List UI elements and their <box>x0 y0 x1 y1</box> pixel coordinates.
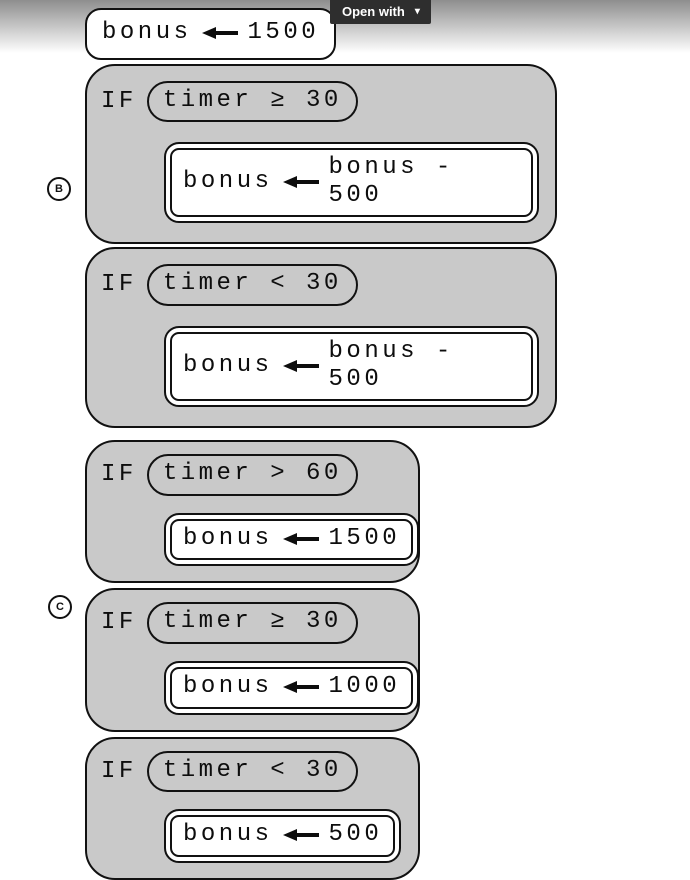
option-c-label: C <box>48 595 72 619</box>
condition-oval: timer ≥ 30 <box>146 80 358 123</box>
condition-text: timer < 30 <box>162 270 342 298</box>
assign-lhs: bonus <box>183 524 273 552</box>
statement-box: bonus 1500 <box>164 512 420 567</box>
assign-lhs: bonus <box>102 19 192 46</box>
condition-oval: timer < 30 <box>146 750 358 793</box>
if-block: IF timer ≥ 30 bonus 1000 <box>85 588 420 732</box>
assignment-arrow-icon <box>282 175 319 188</box>
condition-text: timer ≥ 30 <box>162 608 342 636</box>
option-b-label: B <box>47 177 71 201</box>
if-block: IF timer ≥ 30 bonus bonus - 500 <box>85 63 557 245</box>
assignment-arrow-icon <box>282 532 319 545</box>
assign-lhs: bonus <box>183 351 273 379</box>
if-keyword: IF <box>101 757 137 785</box>
statement-box: bonus bonus - 500 <box>164 325 539 408</box>
assignment-arrow-icon <box>282 359 319 372</box>
assign-rhs: 1000 <box>328 672 401 700</box>
code-blocks-image: bonus 1500 IF timer ≥ 30 bonus bonus - 5… <box>85 8 557 880</box>
condition-text: timer ≥ 30 <box>162 86 342 114</box>
assignment-arrow-icon <box>282 680 319 693</box>
if-block: IF timer > 60 bonus 1500 <box>85 440 420 584</box>
statement-box: bonus 500 <box>164 809 402 863</box>
assign-lhs: bonus <box>183 167 273 195</box>
assignment-arrow-icon <box>282 828 319 841</box>
option-c-group: IF timer > 60 bonus 1500 IF timer <box>85 440 557 880</box>
open-with-label: Open with <box>342 3 405 19</box>
open-with-button[interactable]: Open with ▾ <box>330 0 431 24</box>
condition-oval: timer ≥ 30 <box>146 602 358 644</box>
option-c-letter: C <box>56 601 64 613</box>
if-keyword: IF <box>101 461 137 489</box>
condition-oval: timer > 60 <box>146 454 358 496</box>
assign-rhs: 1500 <box>247 19 320 46</box>
assign-rhs: bonus - 500 <box>328 337 454 393</box>
statement-box: bonus 1000 <box>164 660 420 715</box>
if-keyword: IF <box>101 87 137 115</box>
condition-text: timer < 30 <box>162 756 342 784</box>
assign-rhs: bonus - 500 <box>328 154 454 209</box>
chevron-down-icon: ▾ <box>414 6 420 17</box>
if-keyword: IF <box>101 609 137 637</box>
option-b-letter: B <box>55 183 63 195</box>
assignment-arrow-icon <box>201 26 238 39</box>
assign-lhs: bonus <box>183 672 273 700</box>
condition-oval: timer < 30 <box>146 264 358 306</box>
condition-text: timer > 60 <box>162 460 342 488</box>
if-keyword: IF <box>101 271 137 299</box>
if-block: IF timer < 30 bonus 500 <box>85 736 420 880</box>
option-b-group: IF timer ≥ 30 bonus bonus - 500 IF <box>85 63 557 429</box>
assign-rhs: 1500 <box>328 524 401 552</box>
if-block: IF timer < 30 bonus bonus - 500 <box>85 247 557 429</box>
assign-lhs: bonus <box>183 821 273 849</box>
statement-box: bonus bonus - 500 <box>164 142 539 224</box>
assign-rhs: 500 <box>328 821 383 849</box>
assignment-statement: bonus 1500 <box>85 8 337 60</box>
